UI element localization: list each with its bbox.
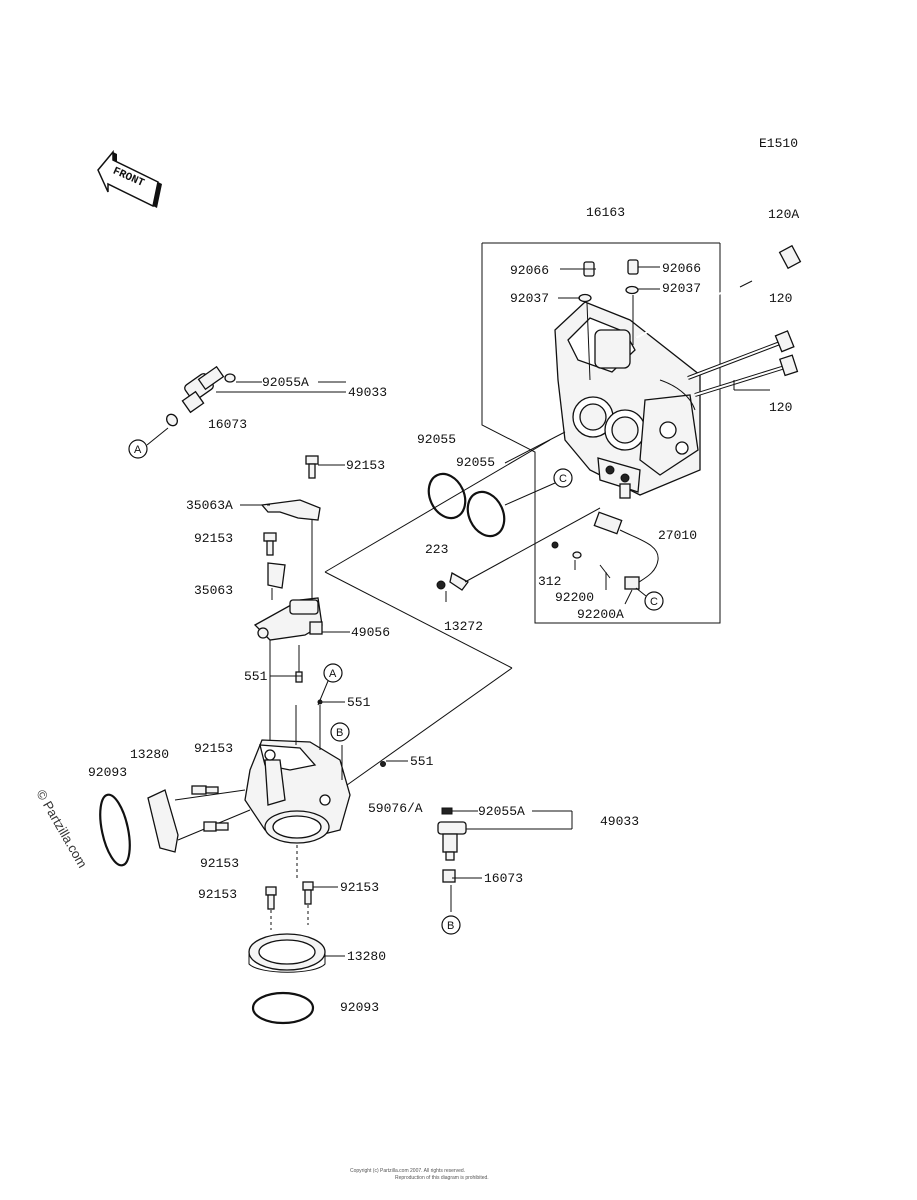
label-551-a: 551 xyxy=(244,669,268,684)
label-13280-b: 13280 xyxy=(347,949,386,964)
assembly-bracket xyxy=(481,243,721,624)
label-92200: 92200 xyxy=(555,590,594,605)
label-49056: 49056 xyxy=(351,625,390,640)
label-13272: 13272 xyxy=(444,619,483,634)
bolt-120A xyxy=(635,244,802,339)
svg-text:C: C xyxy=(650,596,658,608)
label-13280-a: 13280 xyxy=(130,747,169,762)
ref-line xyxy=(324,571,513,669)
label-312: 312 xyxy=(538,574,561,589)
label-92055-a: 92055 xyxy=(417,432,456,447)
label-59076A: 59076/A xyxy=(368,801,423,816)
svg-text:A: A xyxy=(134,444,142,456)
label-120-b: 120 xyxy=(769,400,792,415)
label-92066-left: 92066 xyxy=(510,263,549,278)
footer-line-1: Copyright (c) Partzilla.com 2007. All ri… xyxy=(350,1168,465,1174)
screw-92153-a xyxy=(305,455,319,479)
o-ring-92055-b xyxy=(466,490,506,538)
watermark: © Partzilla.com xyxy=(33,787,90,870)
bracket-13272 xyxy=(449,572,469,591)
callout-c-lower: C xyxy=(635,587,664,611)
injector-top xyxy=(166,365,236,427)
flange-13280-b xyxy=(248,933,326,973)
label-92055A-top: 92055A xyxy=(262,375,309,390)
label-551-c: 551 xyxy=(410,754,434,769)
bolt-120-upper xyxy=(687,330,795,380)
screw-223 xyxy=(436,580,446,590)
intake-manifold xyxy=(244,640,351,844)
footer-line-2: Reproduction of this diagram is prohibit… xyxy=(395,1175,489,1181)
label-551-b: 551 xyxy=(347,695,371,710)
injector-bottom xyxy=(437,807,467,883)
label-35063: 35063 xyxy=(194,583,233,598)
label-16163: 16163 xyxy=(586,205,625,220)
label-92153-c: 92153 xyxy=(194,741,233,756)
diagram-code: E1510 xyxy=(759,136,798,151)
callout-b-lower: B xyxy=(441,915,461,935)
screw-92153-c xyxy=(191,785,219,795)
throttle-body-assembly xyxy=(554,301,701,499)
label-92153-a: 92153 xyxy=(346,458,385,473)
ref-line xyxy=(324,439,551,573)
label-120A: 120A xyxy=(768,207,799,222)
label-92200A: 92200A xyxy=(577,607,624,622)
fuel-pipe-49056 xyxy=(253,520,323,641)
part-labels: 16163 120A 92066 92066 92037 92037 120 1… xyxy=(88,205,799,1015)
label-16073-top: 16073 xyxy=(208,417,247,432)
screw-92153-f xyxy=(302,881,314,905)
label-223: 223 xyxy=(425,542,448,557)
washer-92037-right xyxy=(625,285,639,295)
label-92093-a: 92093 xyxy=(88,765,127,780)
label-16073-bottom: 16073 xyxy=(484,871,523,886)
label-92066-right: 92066 xyxy=(662,261,701,276)
label-92153-f: 92153 xyxy=(340,880,379,895)
screw-92153-e xyxy=(265,886,277,910)
label-35063A: 35063A xyxy=(186,498,233,513)
o-ring-92093-a xyxy=(99,793,131,867)
label-27010: 27010 xyxy=(658,528,697,543)
pin-551-a xyxy=(295,671,303,683)
label-92093-b: 92093 xyxy=(340,1000,379,1015)
callout-a-center: A xyxy=(317,663,343,706)
cap-92066-right xyxy=(627,259,639,275)
bolt-120-lower xyxy=(694,354,799,397)
label-49033-bottom: 49033 xyxy=(600,814,639,829)
label-92055-b: 92055 xyxy=(456,455,495,470)
washer-92037-left xyxy=(578,293,592,303)
flange-13280-a xyxy=(147,789,179,853)
svg-text:A: A xyxy=(329,668,337,680)
screw-92153-d xyxy=(203,821,229,832)
label-92153-d: 92153 xyxy=(200,856,239,871)
svg-text:B: B xyxy=(336,727,343,739)
label-120-a: 120 xyxy=(769,291,792,306)
label-92153-e: 92153 xyxy=(198,887,237,902)
callout-c-upper: C xyxy=(553,468,573,488)
front-arrow-icon: FRONT xyxy=(97,149,162,208)
label-92037-left: 92037 xyxy=(510,291,549,306)
label-92153-b: 92153 xyxy=(194,531,233,546)
screw-92153-b xyxy=(263,532,277,556)
callout-b-center: B xyxy=(330,722,350,742)
svg-text:B: B xyxy=(447,920,454,932)
pin-551-c xyxy=(380,761,386,767)
label-92055A-bottom: 92055A xyxy=(478,804,525,819)
callout-a-left: A xyxy=(128,427,169,459)
o-ring-92055-a xyxy=(427,472,467,520)
svg-text:C: C xyxy=(559,473,567,485)
leader-lines xyxy=(240,266,770,957)
label-92037-right: 92037 xyxy=(662,281,701,296)
bracket-35063 xyxy=(267,562,286,589)
ref-line xyxy=(339,667,513,791)
o-ring-92093-b xyxy=(251,991,315,1025)
sensor-27010 xyxy=(551,511,659,590)
bracket-35063A xyxy=(260,499,321,521)
label-49033-top: 49033 xyxy=(348,385,387,400)
